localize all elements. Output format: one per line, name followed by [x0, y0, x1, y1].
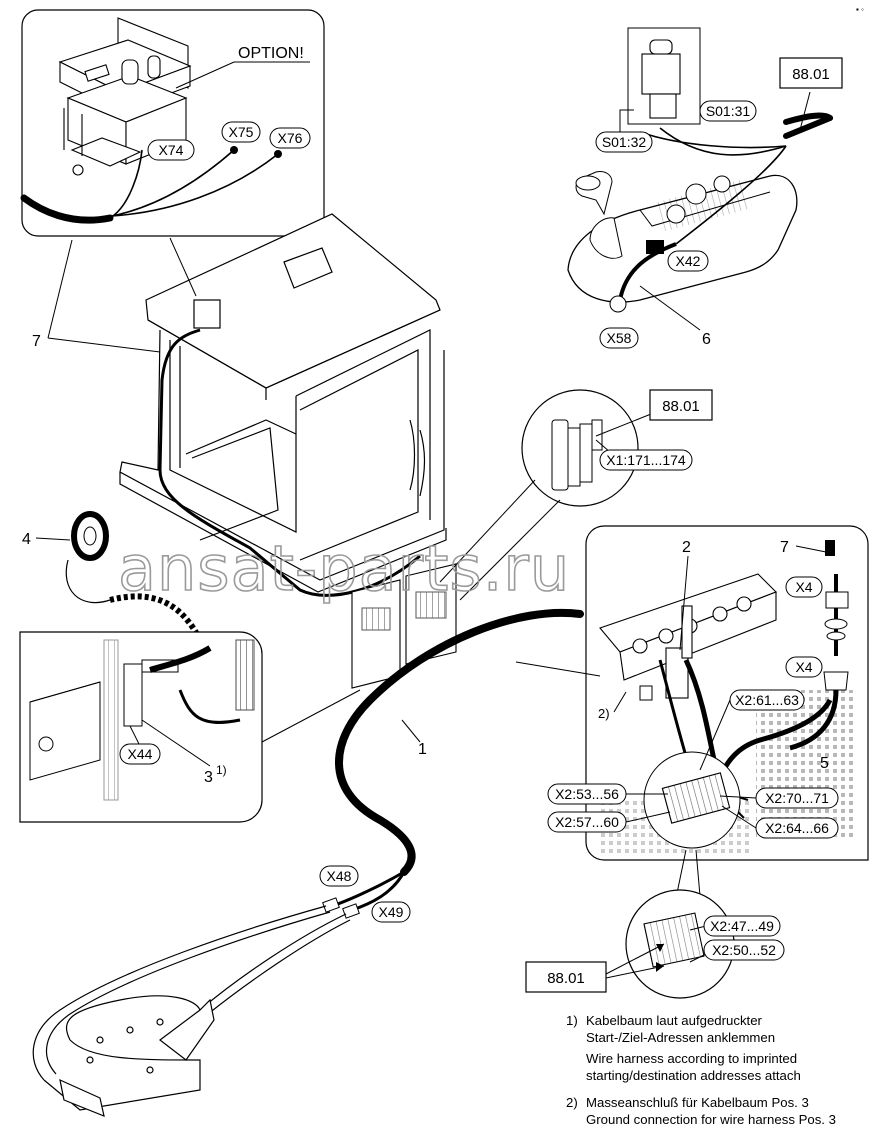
cabin-drawing: [119, 213, 447, 593]
inset-connector-x44: X44 3 1): [19, 631, 361, 823]
svg-text:88.01: 88.01: [547, 970, 585, 987]
position-5: 5: [820, 755, 829, 772]
tape-roll: 4: [22, 511, 203, 642]
svg-text:88.01: 88.01: [792, 66, 830, 83]
connector-tag-x4-top: X4: [785, 576, 823, 598]
inset-terminal-panel: X4 X4 X2:61...63 X2:53...56 X2:57...60 X…: [515, 525, 869, 861]
footnote-2-de-line-1: Masseanschluß für Kabelbaum Pos. 3: [586, 1095, 809, 1110]
option-board-drawing: [58, 17, 192, 176]
ref-88-01-terminal: 88.01: [649, 389, 713, 421]
position-3: 3: [204, 769, 213, 786]
inset-terminal-x2-47: X2:47...49 X2:50...52 88.01: [525, 849, 785, 999]
footnote-1-de-line-2: Start-/Ziel-Adressen anklemmen: [586, 1030, 776, 1045]
footnote-2-number: 2): [566, 1095, 578, 1110]
connector-tag-x49: X49: [371, 901, 411, 923]
position-3-footnote: 1): [216, 763, 227, 777]
connector-tag-x2-64: X2:64...66: [755, 817, 839, 839]
connector-tag-x1: X1:171...174: [599, 449, 693, 471]
position-7-right: 7: [780, 539, 789, 556]
connector-tag-s01-32: S01:32: [595, 131, 653, 153]
svg-text:X1:171...174: X1:171...174: [606, 452, 686, 468]
connector-tag-x48: X48: [319, 865, 359, 887]
connector-tag-x42: X42: [667, 250, 709, 272]
svg-text:X48: X48: [327, 868, 352, 884]
position-7-left: 7: [32, 333, 41, 350]
connector-tag-x74: X74: [147, 139, 195, 161]
ref-88-01-joystick: 88.01: [779, 57, 843, 89]
connector-tag-x2-70: X2:70...71: [755, 787, 839, 809]
footnote-2-en-line-1: Ground connection for wire harness Pos. …: [586, 1112, 836, 1127]
option-label: OPTION!: [238, 45, 304, 62]
footnote-1-number: 1): [566, 1013, 578, 1028]
position-2: 2: [682, 539, 691, 556]
footnote-1: 1) Kabelbaum laut aufgedruckter Start-/Z…: [566, 1012, 866, 1084]
inset-option-board: OPTION! X74 X75 X76: [20, 9, 325, 237]
connector-tag-x75: X75: [221, 121, 261, 143]
connector-tag-s01-31: S01:31: [699, 100, 757, 122]
svg-text:X2:64...66: X2:64...66: [765, 820, 829, 836]
connector-tag-x2-47: X2:47...49: [703, 915, 781, 937]
svg-text:X75: X75: [229, 124, 254, 140]
svg-text:X2:53...56: X2:53...56: [555, 786, 619, 802]
footnote-2: 2) Masseanschluß für Kabelbaum Pos. 3 Gr…: [566, 1094, 866, 1128]
base-plate-drawing: [32, 905, 351, 1117]
svg-text:▪ ◦: ▪ ◦: [856, 5, 864, 14]
svg-text:X49: X49: [379, 904, 404, 920]
svg-text:X2:50...52: X2:50...52: [712, 942, 776, 958]
svg-text:X42: X42: [676, 253, 701, 269]
position-2-footnote: 2): [598, 706, 610, 721]
position-4: 4: [22, 531, 31, 548]
footnote-1-en-line-1: Wire harness according to imprinted: [586, 1051, 798, 1066]
connector-tag-x44: X44: [119, 743, 161, 765]
svg-text:S01:31: S01:31: [706, 103, 751, 119]
watermark: ansat-parts.ru: [118, 532, 570, 605]
connector-tag-x76: X76: [269, 127, 311, 149]
svg-text:S01:32: S01:32: [602, 134, 647, 150]
footnotes: 1) Kabelbaum laut aufgedruckter Start-/Z…: [566, 1012, 866, 1136]
svg-text:X2:57...60: X2:57...60: [555, 814, 619, 830]
connector-tag-x58: X58: [599, 327, 639, 349]
connector-tag-x2-61: X2:61...63: [729, 689, 805, 711]
svg-text:X4: X4: [795, 579, 812, 595]
switch-s01-drawing: [641, 39, 681, 119]
ref-88-01-bottom: 88.01: [525, 961, 607, 993]
footnote-1-de-line-1: Kabelbaum laut aufgedruckter: [586, 1013, 762, 1028]
connector-tag-x4-bottom: X4: [785, 656, 823, 678]
svg-text:X2:47...49: X2:47...49: [710, 918, 774, 934]
svg-text:X76: X76: [278, 130, 303, 146]
inset-joystick-console: 88.01 S01:31 S01:32 X42 X58 6: [567, 27, 843, 349]
svg-text:88.01: 88.01: [662, 398, 700, 415]
svg-text:X74: X74: [159, 142, 184, 158]
footnote-1-en-line-2: starting/destination addresses attach: [586, 1068, 801, 1083]
svg-text:X4: X4: [795, 659, 812, 675]
connector-tag-x2-53: X2:53...56: [547, 783, 627, 805]
svg-text:X2:70...71: X2:70...71: [765, 790, 829, 806]
position-1: 1: [418, 741, 427, 758]
connector-tag-x2-50: X2:50...52: [703, 939, 785, 961]
connector-tag-x2-57: X2:57...60: [547, 811, 627, 833]
svg-text:X2:61...63: X2:61...63: [735, 692, 799, 708]
svg-text:X58: X58: [607, 330, 632, 346]
position-6: 6: [702, 331, 711, 348]
inset-terminal-x1: 88.01 X1:171...174: [439, 389, 713, 601]
main-harness: [335, 608, 584, 876]
svg-text:X44: X44: [128, 746, 153, 762]
control-boxes: [351, 563, 457, 689]
